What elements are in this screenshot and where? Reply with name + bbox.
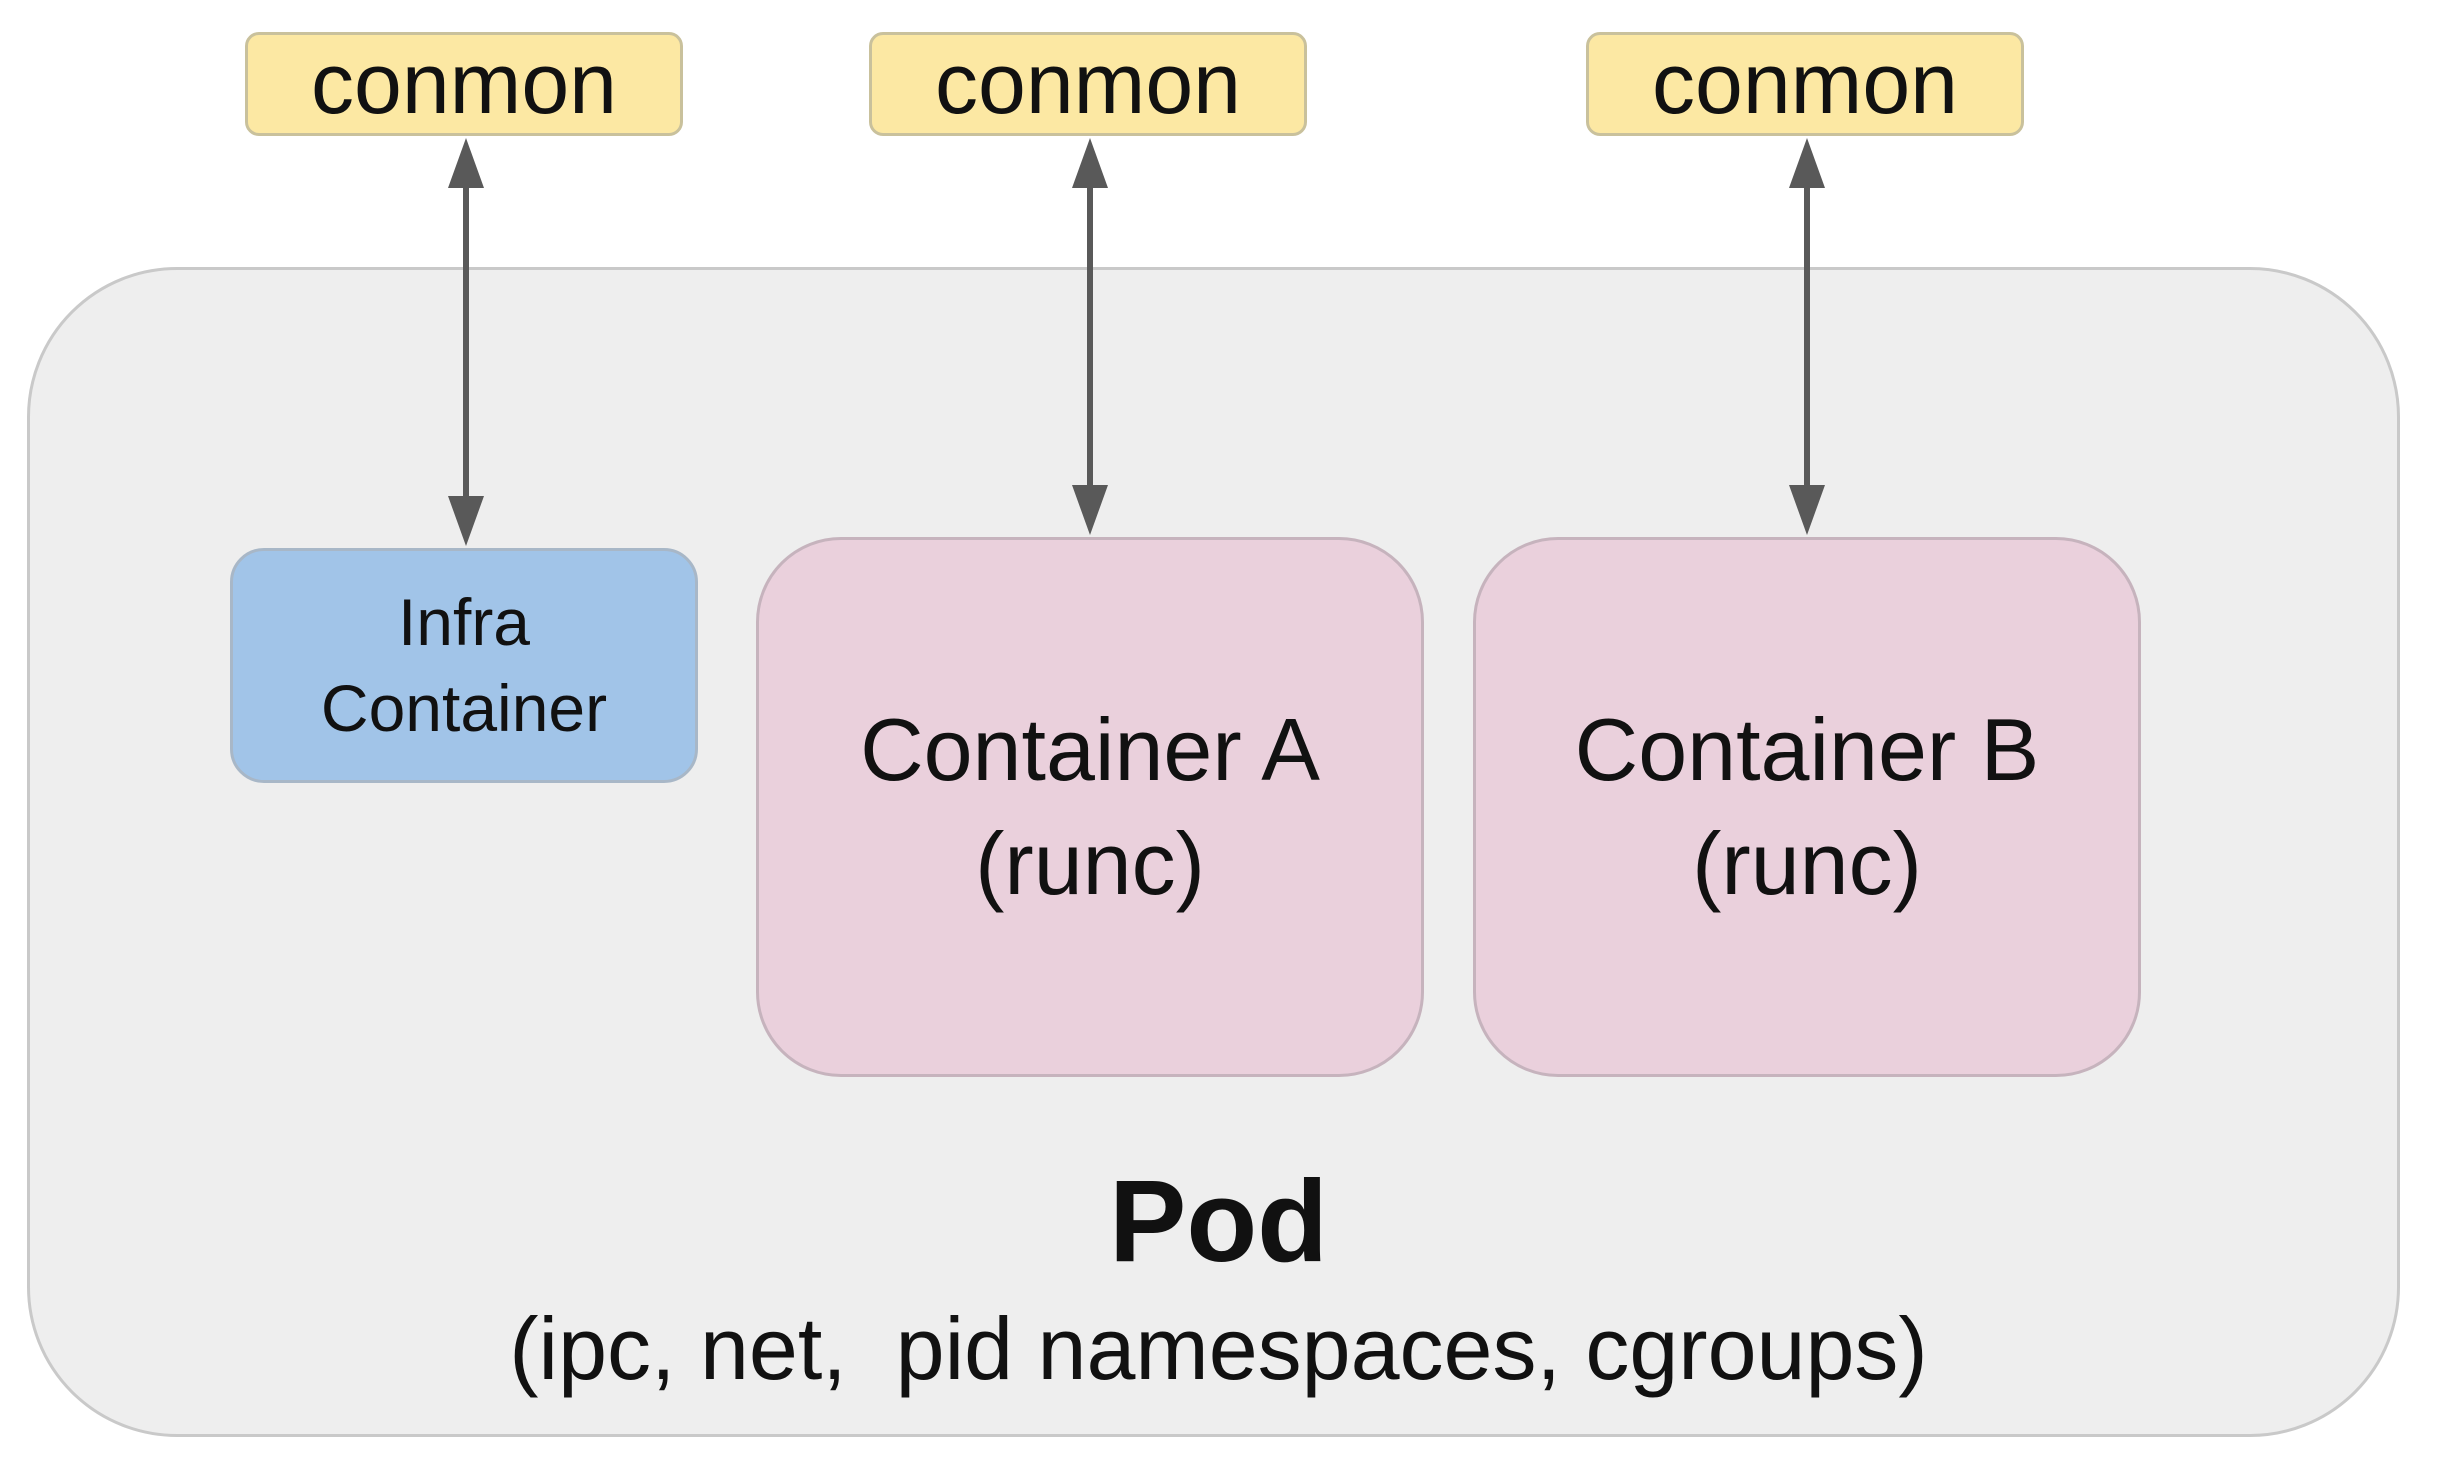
arrow-container-b — [1789, 138, 1825, 535]
arrow-container-a — [1072, 138, 1108, 535]
arrow-infra — [448, 138, 484, 546]
conmon-label: conmon — [1652, 36, 1958, 132]
infra-container-box: Infra Container — [230, 548, 698, 783]
container-b-runtime: (runc) — [1692, 814, 1922, 913]
conmon-box-container-b: conmon — [1586, 32, 2024, 136]
container-b-name: Container B — [1574, 699, 2040, 799]
conmon-label: conmon — [311, 36, 617, 132]
container-a-runtime: (runc) — [975, 814, 1205, 913]
conmon-box-infra: conmon — [245, 32, 683, 136]
conmon-box-container-a: conmon — [869, 32, 1307, 136]
pod-subtitle: (ipc, net, pid namespaces, cgroups) — [509, 1299, 1928, 1398]
container-b-box: Container B (runc) — [1473, 537, 2141, 1077]
conmon-label: conmon — [935, 36, 1241, 132]
container-a-box: Container A (runc) — [756, 537, 1424, 1077]
pod-title: Pod — [1108, 1156, 1329, 1286]
infra-container-line2: Container — [320, 670, 608, 745]
infra-container-line1: Infra — [397, 584, 531, 659]
container-a-name: Container A — [860, 699, 1320, 799]
